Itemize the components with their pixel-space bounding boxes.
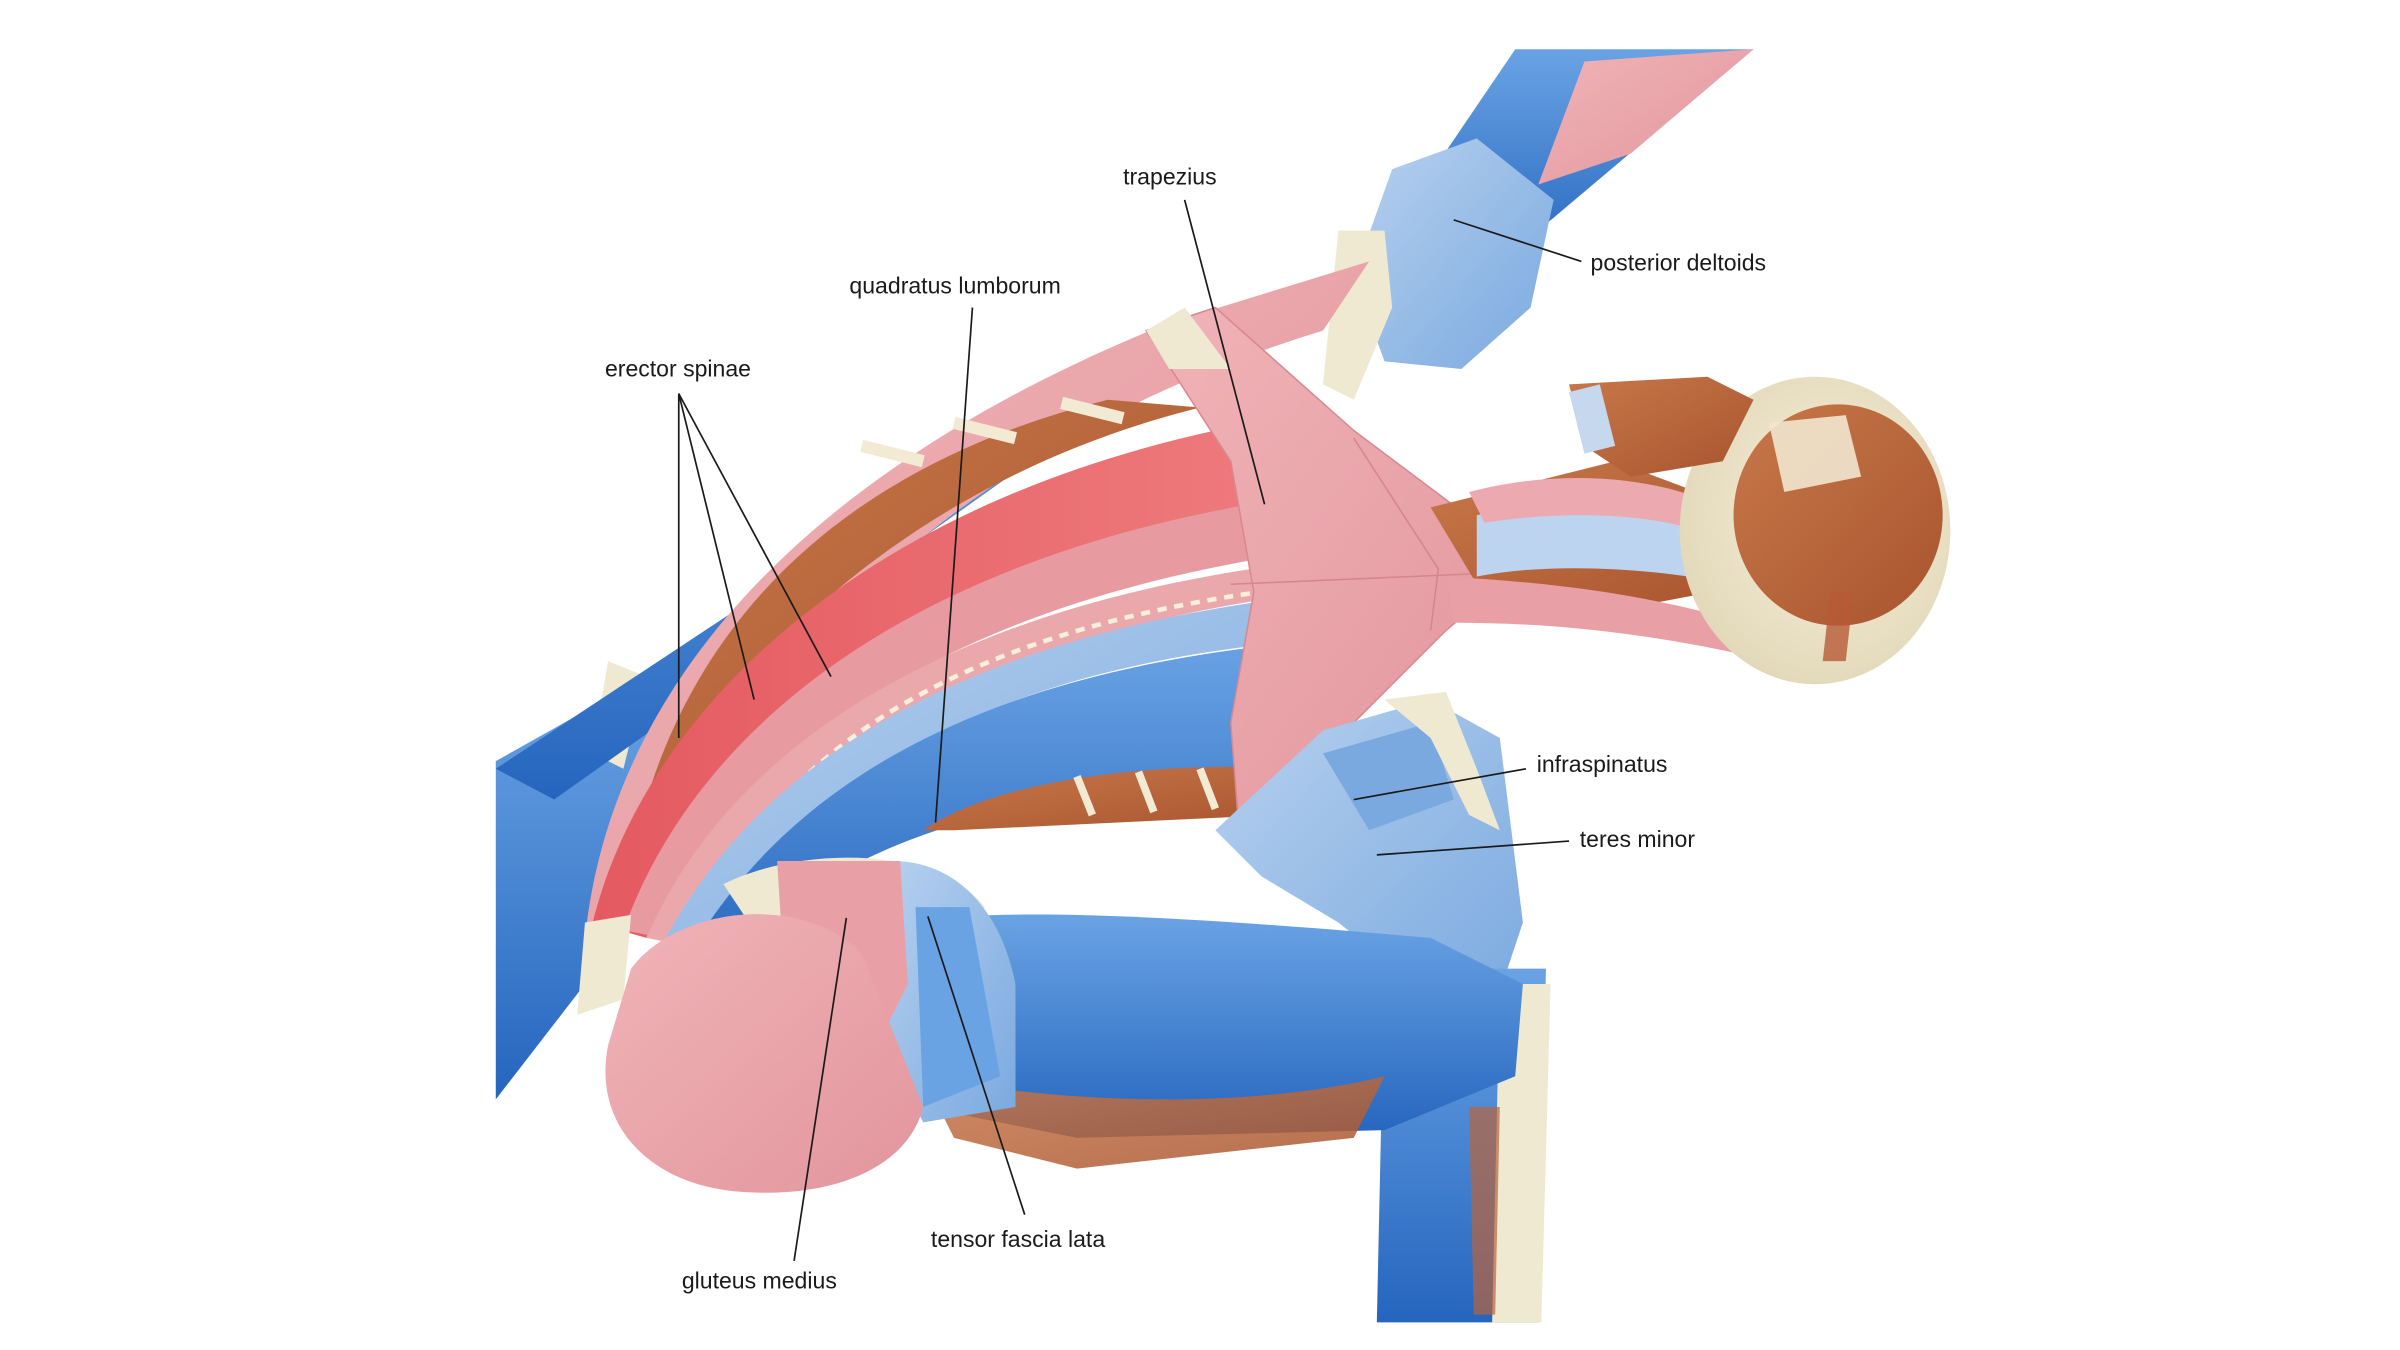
label-trapezius: trapezius xyxy=(1123,164,1217,190)
leader-teres-minor xyxy=(1376,840,1570,856)
label-gluteus-medius: gluteus medius xyxy=(682,1267,837,1293)
leader-tensor-fascia-lata xyxy=(927,916,1026,1215)
leader-gluteus-medius xyxy=(793,917,848,1261)
leader-quadratus-lumborum xyxy=(934,307,974,823)
label-erector-spinae: erector spinae xyxy=(605,356,751,382)
label-posterior-deltoids: posterior deltoids xyxy=(1591,250,1767,276)
leader-trapezius xyxy=(1183,199,1266,505)
head-neck xyxy=(1430,376,1951,685)
label-teres-minor: teres minor xyxy=(1580,826,1696,852)
raised-arm xyxy=(1323,49,1754,400)
leader-infraspinatus xyxy=(1353,767,1527,801)
leader-lines xyxy=(677,199,1582,1261)
label-infraspinatus: infraspinatus xyxy=(1537,751,1668,777)
leader-erector-spinae-2 xyxy=(677,393,755,700)
trapezius-muscle xyxy=(1144,306,1517,825)
thigh xyxy=(907,914,1523,1169)
labels: trapezius posterior deltoids quadratus l… xyxy=(605,164,1766,1294)
leader-posterior-deltoids xyxy=(1453,219,1582,263)
leader-erector-spinae-3 xyxy=(678,393,832,677)
label-tensor-fascia-lata: tensor fascia lata xyxy=(931,1226,1105,1252)
label-quadratus-lumborum: quadratus lumborum xyxy=(849,273,1060,299)
